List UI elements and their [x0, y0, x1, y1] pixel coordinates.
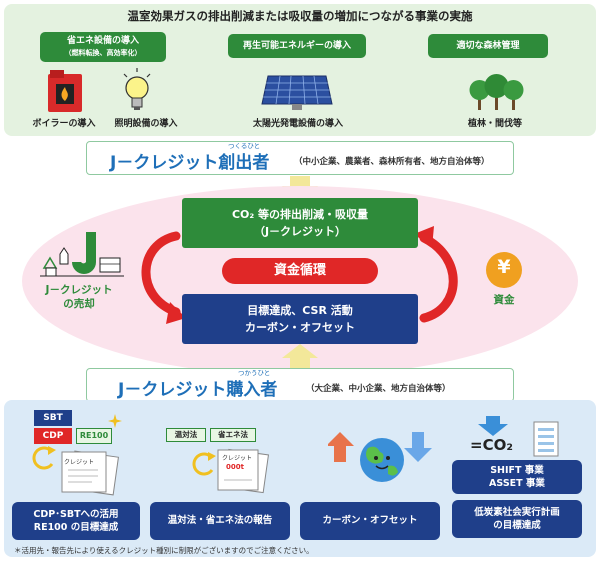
reporting-box: 温対法・省エネ法の報告	[150, 502, 290, 540]
carbon-offset-icon	[328, 432, 432, 482]
doc2-amount: 000t	[226, 463, 244, 471]
low-carbon-line2: の目標達成	[493, 520, 541, 531]
goal-line2: カーボン・オフセット	[245, 321, 355, 334]
item-forest: 植林・間伐等	[467, 119, 522, 129]
low-carbon-line1: 低炭素社会実行計画	[474, 507, 560, 518]
buyer-title: J－クレジット購入者	[118, 380, 278, 400]
sbt-badge: SBT	[34, 410, 72, 426]
up-arrow-buyer	[282, 344, 318, 368]
item-lighting: 照明設備の導入	[114, 119, 178, 129]
category-label: 再生可能エネルギーの導入	[242, 41, 351, 51]
emission-reduction-box: CO₂ 等の排出削減・吸収量 （J－クレジット）	[182, 198, 418, 248]
cdp-sbt-line1: CDP･SBTへの活用	[33, 509, 119, 520]
footnote: ＊活用先・報告先により使えるクレジット種別に制限がございますのでご注意ください。	[14, 546, 314, 555]
credit-sale-label: J－クレジット の売却	[38, 283, 120, 311]
item-solar: 太陽光発電設備の導入	[252, 119, 343, 129]
buyer-subtitle: （大企業、中小企業、地方自治体等）	[306, 384, 451, 394]
creator-subtitle: （中小企業、農業者、森林所有者、地方自治体等）	[294, 157, 490, 167]
co2-label: =CO₂	[470, 436, 513, 454]
emission-line2: （J－クレジット）	[253, 225, 347, 238]
asset-line: ASSET 事業	[489, 478, 545, 489]
curved-arrow-icon-2	[192, 452, 216, 476]
credit-sale-line1: J－クレジット	[45, 284, 113, 296]
top-title: 温室効果ガスの排出削減または吸収量の増加につながる事業の実施	[127, 9, 473, 23]
credit-documents-icon-2	[217, 448, 270, 494]
credit-sale-line2: の売却	[63, 298, 95, 310]
doc-label: クレジット	[64, 459, 95, 466]
category-sub: （燃料転換、高効率化）	[64, 49, 142, 57]
top-panel	[4, 4, 596, 136]
category-label: 省エネ設備の導入	[66, 36, 139, 46]
category-forest: 適切な森林管理	[428, 34, 548, 58]
shift-line: SHIFT 事業	[490, 465, 544, 476]
low-carbon-plan-box: 低炭素社会実行計画 の目標達成	[452, 500, 582, 538]
ontai-badge: 温対法	[166, 428, 206, 442]
category-label: 適切な森林管理	[456, 41, 520, 51]
cdp-badge: CDP	[34, 428, 72, 444]
creator-ruby: つくるひと	[228, 142, 261, 150]
buyer-ruby: つかうひと	[238, 369, 271, 377]
credit-documents-icon	[61, 450, 119, 496]
re100-badge: RE100	[76, 428, 112, 444]
creator-bar	[86, 141, 514, 175]
cdp-sbt-line2: RE100 の目標達成	[33, 522, 119, 533]
funds-label: 資金	[493, 294, 515, 306]
trees-icon	[469, 74, 524, 110]
goal-line1: 目標達成、CSR 活動	[247, 304, 353, 317]
category-renewable: 再生可能エネルギーの導入	[228, 34, 366, 58]
boiler-icon	[48, 70, 82, 112]
shoene-badge: 省エネ法	[210, 428, 256, 442]
yen-coin-icon	[486, 252, 522, 288]
creator-title: J－クレジット創出者	[110, 153, 270, 173]
goal-achievement-box: 目標達成、CSR 活動 カーボン・オフセット	[182, 294, 418, 344]
yen-symbol: ¥	[497, 256, 511, 278]
sparkle-icon	[108, 414, 122, 428]
fund-cycle-pill: 資金循環	[222, 258, 378, 284]
curved-arrow-icon	[32, 446, 56, 470]
solar-panel-icon	[261, 75, 333, 110]
down-arrow-co2-icon	[478, 416, 508, 436]
lightbulb-icon	[123, 68, 151, 110]
cdp-sbt-box: CDP･SBTへの活用 RE100 の目標達成	[12, 502, 140, 540]
j-credit-logo-icon	[40, 232, 124, 277]
shift-asset-box: SHIFT 事業 ASSET 事業	[452, 460, 582, 494]
carbon-offset-box: カーボン・オフセット	[300, 502, 440, 540]
category-energy-saving: 省エネ設備の導入 （燃料転換、高効率化）	[40, 32, 166, 62]
emission-line1: CO₂ 等の排出削減・吸収量	[231, 208, 369, 221]
item-boiler: ボイラーの導入	[32, 119, 96, 129]
doc2-label: クレジット	[222, 455, 253, 462]
building-icon	[533, 421, 559, 457]
